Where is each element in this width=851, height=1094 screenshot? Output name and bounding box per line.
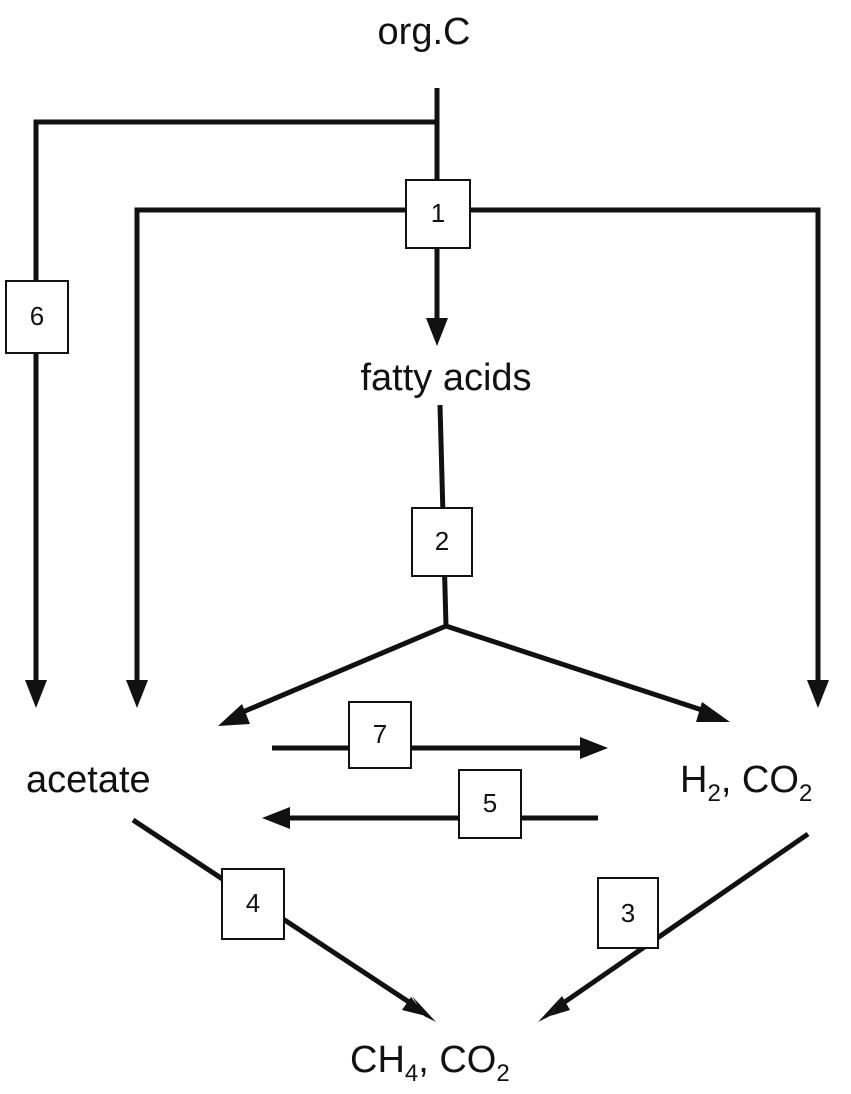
arrowhead-pathway-4 [412, 996, 436, 1022]
node-h2-co2: H2, CO2 [680, 759, 812, 807]
pathway-1-left-line [134, 207, 437, 685]
arrowhead-pathway-1-left [126, 680, 148, 708]
ch4-co2-part-1: CH [350, 1039, 405, 1081]
node-ch4-co2: CH4, CO2 [350, 1039, 510, 1087]
fork-to-acetate-line [237, 623, 447, 717]
arrowhead-pathway-5 [262, 807, 290, 829]
ch4-co2-sub-2: 2 [496, 1060, 509, 1087]
step-box-6: 6 [5, 280, 69, 354]
step-label-5: 5 [483, 788, 497, 818]
step-box-5: 5 [458, 769, 522, 839]
step-label-6: 6 [30, 301, 44, 331]
arrowhead-fatty-acids [426, 318, 448, 346]
ch4-co2-sub-1: 4 [405, 1060, 418, 1087]
pathway-1-right-line [437, 207, 821, 685]
node-org-c: org.C [378, 11, 471, 53]
step-box-2: 2 [411, 507, 473, 577]
step-box-1: 1 [405, 179, 471, 249]
pathway-3-line [554, 831, 810, 1011]
pathway-6-line [33, 119, 437, 685]
node-fatty-acids: fatty acids [360, 357, 531, 399]
h2-co2-sub-2: 2 [799, 780, 812, 807]
step-label-4: 4 [246, 888, 260, 918]
arrowhead-fork-h2 [696, 702, 730, 722]
step-label-7: 7 [373, 719, 387, 749]
step-label-1: 1 [431, 198, 445, 228]
h2-co2-part-1: H [680, 759, 707, 801]
h2-co2-part-2: , CO [721, 759, 799, 801]
step-box-7: 7 [348, 701, 412, 769]
arrowhead-pathway-1-right [807, 680, 829, 708]
h2-co2-sub-1: 2 [707, 780, 720, 807]
arrowhead-pathway-3 [538, 996, 562, 1022]
ch4-co2-part-2: , CO [418, 1039, 496, 1081]
step-label-3: 3 [621, 898, 635, 928]
node-acetate: acetate [26, 759, 151, 801]
step-box-3: 3 [597, 877, 659, 949]
arrowhead-pathway-7 [580, 737, 608, 759]
arrowhead-pathway-4b [402, 997, 426, 1016]
arrowhead-pathway-3b [550, 996, 570, 1016]
arrowhead-fork-acetate [218, 704, 250, 726]
arrowhead-pathway-6 [25, 680, 47, 708]
fork-to-h2-line [445, 623, 709, 715]
step-label-2: 2 [435, 526, 449, 556]
step-box-4: 4 [221, 868, 285, 940]
